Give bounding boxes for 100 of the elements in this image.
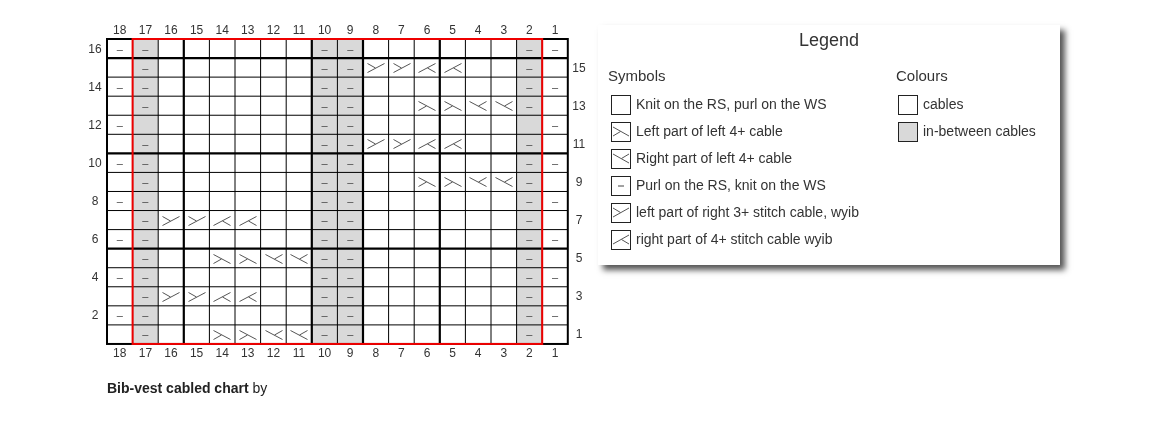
row-number: 5 bbox=[575, 251, 583, 266]
column-number: 12 bbox=[266, 23, 281, 37]
purl-mark: – bbox=[321, 328, 328, 341]
column-number: 14 bbox=[215, 23, 229, 37]
legend-heading: Colours bbox=[896, 67, 948, 84]
column-number: 4 bbox=[474, 23, 482, 37]
purl-mark: – bbox=[347, 290, 354, 303]
purl-mark: – bbox=[526, 309, 533, 322]
column-number: 8 bbox=[372, 23, 380, 37]
column-number: 7 bbox=[398, 346, 405, 360]
column-number: 17 bbox=[138, 23, 153, 37]
column-number: 10 bbox=[317, 23, 332, 37]
purl-mark: – bbox=[321, 175, 328, 188]
column-number: 18 bbox=[113, 346, 127, 360]
column-number: 3 bbox=[500, 23, 508, 37]
column-number: 7 bbox=[398, 23, 405, 37]
purl-mark: – bbox=[347, 309, 354, 322]
column-number: 9 bbox=[346, 346, 354, 360]
column-number: 2 bbox=[526, 23, 533, 37]
legend-label: left part of right 3+ stitch cable, wyib bbox=[636, 204, 859, 220]
purl-mark: – bbox=[142, 137, 149, 150]
purl-mark: – bbox=[551, 118, 559, 131]
row-number: 9 bbox=[575, 174, 583, 189]
purl-mark: – bbox=[347, 137, 354, 150]
column-number: 17 bbox=[138, 346, 153, 360]
purl-mark: – bbox=[142, 290, 149, 303]
legend-label: Purl on the RS, knit on the WS bbox=[636, 177, 826, 193]
row-number: 11 bbox=[572, 136, 586, 151]
column-number: 8 bbox=[372, 346, 380, 360]
row-number: 14 bbox=[88, 79, 102, 94]
purl-mark: – bbox=[526, 195, 533, 207]
legend-heading: Symbols bbox=[608, 67, 666, 84]
purl-mark: – bbox=[116, 80, 123, 93]
purl-mark: – bbox=[347, 156, 354, 169]
row-number: 2 bbox=[91, 308, 99, 323]
row-number: 15 bbox=[572, 60, 586, 75]
purl-mark: – bbox=[142, 99, 149, 112]
purl-mark: – bbox=[321, 137, 328, 150]
purl-mark: – bbox=[116, 156, 123, 169]
purl-mark: – bbox=[347, 252, 354, 265]
purl-mark: – bbox=[551, 309, 559, 322]
column-number: 9 bbox=[346, 23, 354, 37]
purl-mark: – bbox=[347, 195, 354, 207]
purl-mark: – bbox=[321, 99, 328, 112]
column-number: 3 bbox=[500, 346, 508, 360]
column-number: 5 bbox=[449, 346, 456, 360]
purl-mark: – bbox=[142, 175, 149, 188]
purl-mark: – bbox=[551, 42, 559, 55]
purl-mark: – bbox=[526, 233, 533, 246]
purl-mark: – bbox=[526, 328, 533, 341]
purl-mark: – bbox=[321, 80, 328, 93]
purl-mark: – bbox=[321, 42, 328, 55]
purl-mark: – bbox=[526, 252, 533, 265]
row-number: 13 bbox=[572, 98, 586, 113]
chart-title: Bib-vest cabled chart by bbox=[107, 380, 268, 396]
column-number: 1 bbox=[551, 23, 559, 37]
purl-mark: – bbox=[142, 156, 149, 169]
purl-mark: – bbox=[526, 80, 533, 93]
purl-mark: – bbox=[321, 195, 328, 207]
column-number: 10 bbox=[317, 346, 332, 360]
purl-mark: – bbox=[142, 233, 149, 246]
purl-mark: – bbox=[347, 118, 354, 131]
purl-mark: – bbox=[526, 99, 533, 112]
purl-mark: – bbox=[347, 214, 354, 227]
purl-mark: – bbox=[142, 42, 149, 55]
purl-mark: – bbox=[116, 195, 123, 207]
purl-mark: – bbox=[526, 137, 533, 150]
column-number: 12 bbox=[266, 346, 281, 360]
column-number: 4 bbox=[474, 346, 482, 360]
purl-mark: – bbox=[321, 233, 328, 246]
purl-mark: – bbox=[116, 271, 123, 284]
purl-mark: – bbox=[347, 271, 354, 284]
purl-mark: – bbox=[526, 61, 533, 74]
column-number: 11 bbox=[292, 23, 306, 37]
column-number: 16 bbox=[164, 346, 178, 360]
purl-mark: – bbox=[526, 42, 533, 55]
purl-mark: – bbox=[526, 214, 533, 227]
purl-mark: – bbox=[321, 214, 328, 227]
row-number: 8 bbox=[91, 194, 99, 208]
purl-mark: – bbox=[347, 233, 354, 246]
purl-mark: – bbox=[526, 156, 533, 169]
purl-mark: – bbox=[142, 252, 149, 265]
column-number: 6 bbox=[423, 23, 431, 37]
row-number: 3 bbox=[575, 289, 583, 304]
legend-label: right part of 4+ stitch cable wyib bbox=[636, 231, 833, 247]
row-number: 7 bbox=[575, 213, 583, 228]
purl-mark: – bbox=[321, 271, 328, 284]
purl-mark: – bbox=[347, 61, 354, 74]
purl-mark: – bbox=[526, 290, 533, 303]
purl-mark: – bbox=[142, 195, 149, 207]
row-number: 6 bbox=[91, 232, 99, 247]
purl-mark: – bbox=[551, 271, 559, 284]
legend-label: Right part of left 4+ cable bbox=[636, 150, 793, 166]
row-number: 10 bbox=[88, 155, 102, 170]
column-number: 15 bbox=[189, 23, 204, 37]
row-number: 4 bbox=[91, 270, 99, 285]
purl-mark: – bbox=[142, 61, 149, 74]
purl-mark: – bbox=[526, 175, 533, 188]
row-number: 12 bbox=[88, 117, 102, 132]
purl-mark: – bbox=[347, 80, 354, 93]
